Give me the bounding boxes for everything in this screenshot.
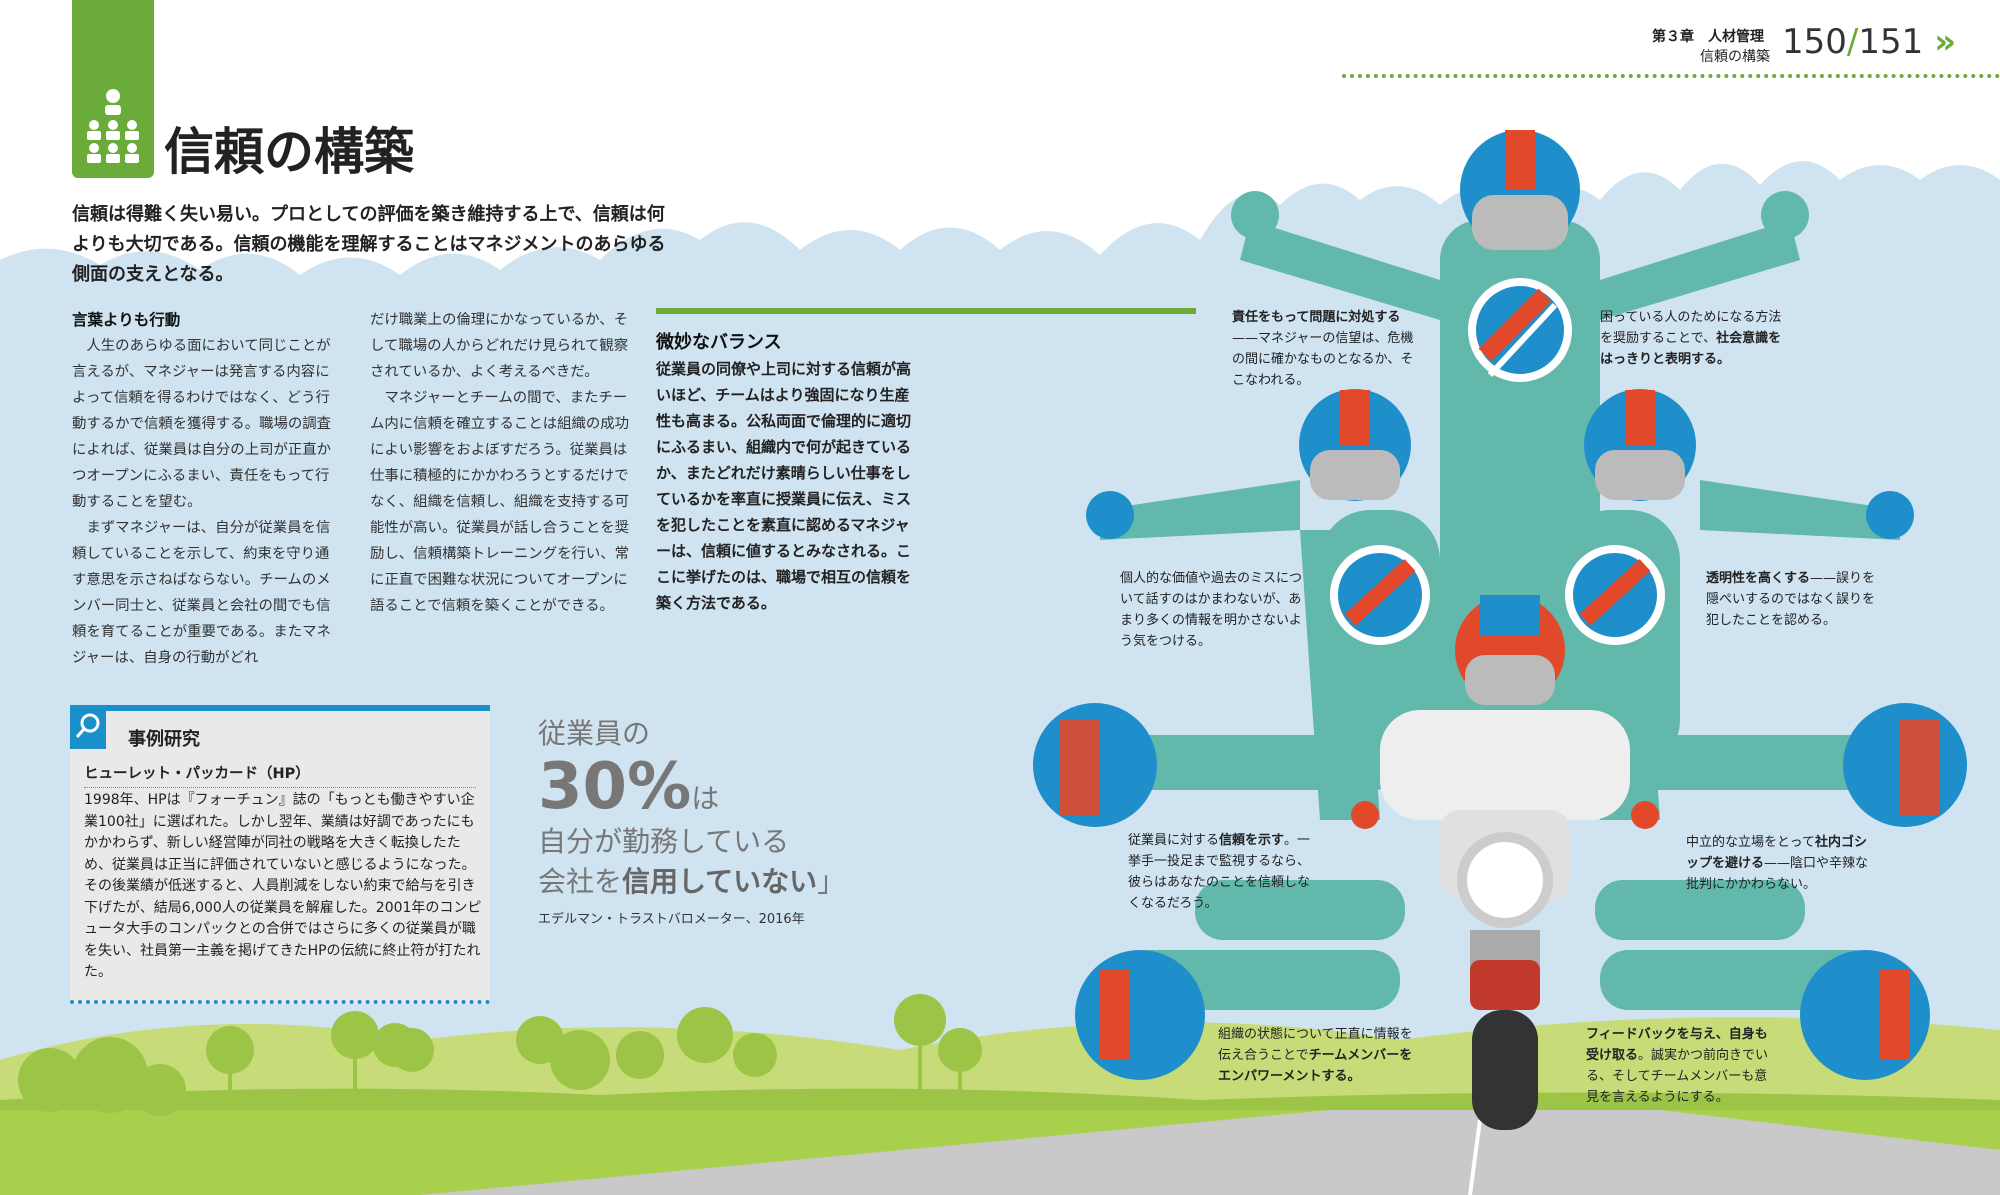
annotation-6-text: ——陰口や辛辣な批判にかかわらない。 xyxy=(1686,856,1869,892)
column-2: だけ職業上の倫理にかなっているか、そして職場の人からどれだけ見られて観察されてい… xyxy=(370,307,636,619)
stat-suffix: は xyxy=(691,782,720,815)
column-3-rule xyxy=(656,308,1196,314)
case-study-heading: 事例研究 xyxy=(128,729,200,750)
column-1: 言葉よりも行動 人生のあらゆる面において同じことが言えるが、マネジャーは発言する… xyxy=(72,307,340,671)
annotation-8: フィードバックを与え、自身も受け取る。誠実かつ前向きでいる、そしてチームメンバー… xyxy=(1586,1024,1776,1108)
col3-paragraph-1: 従業員の同僚や上司に対する信頼が高いほど、チームはより強固になり生産性も高まる。… xyxy=(656,360,912,612)
col1-paragraph-1: 人生のあらゆる面において同じことが言えるが、マネジャーは発言する内容によって信頼… xyxy=(72,338,332,510)
stat-source: エデルマン・トラストバロメーター、2016年 xyxy=(538,912,805,927)
section-tab xyxy=(72,0,154,178)
annotation-5-text: 。一挙手一投足まで監視するなら、彼らはあなたのことを信頼しなくなるだろう。 xyxy=(1128,833,1311,911)
magnifier-icon xyxy=(70,705,106,749)
annotation-2: 困っている人のためになる方法を奨励することで、社会意識をはっきりと表明する。 xyxy=(1600,307,1785,370)
annotation-6: 中立的な立場をとって社内ゴシップを避ける——陰口や辛辣な批判にかかわらない。 xyxy=(1686,832,1876,895)
annotation-2-text: 困っている人のためになる方法を奨励することで、 xyxy=(1600,310,1782,346)
annotation-5: 従業員に対する信頼を示す。一挙手一投足まで監視するなら、彼らはあなたのことを信頼… xyxy=(1128,830,1313,914)
col2-paragraph-2: マネジャーとチームの間で、またチーム内に信頼を確立することは組織の成功によい影響… xyxy=(370,390,630,614)
col2-paragraph-1: だけ職業上の倫理にかなっているか、そして職場の人からどれだけ見られて観察されてい… xyxy=(370,312,629,380)
case-study-body: 1998年、HPは『フォーチュン』誌の「もっとも働きやすい企業100社」に選ばれ… xyxy=(84,792,482,980)
annotation-7: 組織の状態について正直に情報を伝え合うことでチームメンバーをエンパワーメントする… xyxy=(1218,1024,1413,1087)
stat-number: 30% xyxy=(538,750,692,824)
annotation-5-pre: 従業員に対する xyxy=(1128,833,1220,848)
stat-line4a: 会社を xyxy=(538,865,623,898)
stat-line4b: 信用していない xyxy=(622,865,818,898)
annotation-1-bold: 責任をもって問題に対処する xyxy=(1232,310,1401,325)
annotation-4-text: ——誤りを隠ぺいするのではなく誤りを犯したことを認める。 xyxy=(1706,571,1876,628)
header-divider xyxy=(1342,74,2000,78)
annotation-2-bold: 社会意識をはっきりと表明する。 xyxy=(1600,331,1782,367)
page-right: 151 xyxy=(1858,22,1924,62)
rider-pyramid xyxy=(1033,130,1967,1130)
page-title: 信頼の構築 xyxy=(164,122,414,181)
annotation-6-bold: 社内ゴシップを避ける xyxy=(1686,835,1867,871)
page-left: 150 xyxy=(1782,22,1847,62)
team-icon xyxy=(87,89,139,163)
annotation-5-bold: 信頼を示す xyxy=(1219,833,1285,848)
intro-text: 信頼は得難く失い易い。プロとしての評価を築き維持する上で、信頼は何よりも大切であ… xyxy=(72,204,666,285)
annotation-4: 透明性を高くする——誤りを隠ぺいするのではなく誤りを犯したことを認める。 xyxy=(1706,568,1886,631)
case-study-box: 事例研究 ヒューレット・パッカード（HP） 1998年、HPは『フォーチュン』誌… xyxy=(70,705,490,1004)
chapter-label: 第３章 人材管理 xyxy=(1652,29,1764,45)
annotation-7-bold: チームメンバーをエンパワーメントする。 xyxy=(1218,1048,1413,1084)
annotation-6-pre: 中立的な立場をとって xyxy=(1686,835,1815,850)
col1-paragraph-2: まずマネジャーは、自分が従業員を信頼していることを示して、約束を守り通す意思を示… xyxy=(72,520,331,666)
annotation-4-bold: 透明性を高くする xyxy=(1706,571,1811,586)
chevron-icon: » xyxy=(1934,22,1957,62)
column-3: 微妙なバランス 従業員の同僚や上司に対する信頼が高いほど、チームはより強固になり… xyxy=(656,330,924,616)
annotation-3: 個人的な価値や過去のミスについて話すのはかまわないが、あまり多くの情報を明かさな… xyxy=(1120,568,1305,652)
page-numbers: 150/151 » xyxy=(1782,22,1956,62)
annotation-1: 責任をもって問題に対処する ——マネジャーの信望は、危機の間に確かなものとなるか、… xyxy=(1232,307,1422,391)
col3-heading: 微妙なバランス xyxy=(656,332,782,353)
stat-line4c: 」 xyxy=(817,865,846,898)
page-separator: / xyxy=(1846,22,1859,62)
annotation-3-text: 個人的な価値や過去のミスについて話すのはかまわないが、あまり多くの情報を明かさな… xyxy=(1120,571,1303,649)
annotation-8-bold: フィードバックを与え、自身も受け取る xyxy=(1586,1027,1768,1063)
stat-line1: 従業員の xyxy=(538,717,651,750)
annotation-1-text: ——マネジャーの信望は、危機の間に確かなものとなるか、そこなわれる。 xyxy=(1232,331,1414,388)
case-study-subheading: ヒューレット・パッカード（HP） xyxy=(84,762,476,788)
col1-heading: 言葉よりも行動 xyxy=(72,311,181,329)
annotation-7-pre: 組織の状態について正直に情報を伝え合うことで xyxy=(1218,1027,1413,1063)
statistic-callout: 従業員の 30%は 自分が勤務している 会社を信用していない」 エデルマン・トラ… xyxy=(538,712,845,927)
stat-line3: 自分が勤務している xyxy=(538,825,790,858)
annotation-8-text: 。誠実かつ前向きでいる、そしてチームメンバーも意見を言えるようにする。 xyxy=(1586,1048,1769,1105)
section-label: 信頼の構築 xyxy=(1700,49,1770,65)
